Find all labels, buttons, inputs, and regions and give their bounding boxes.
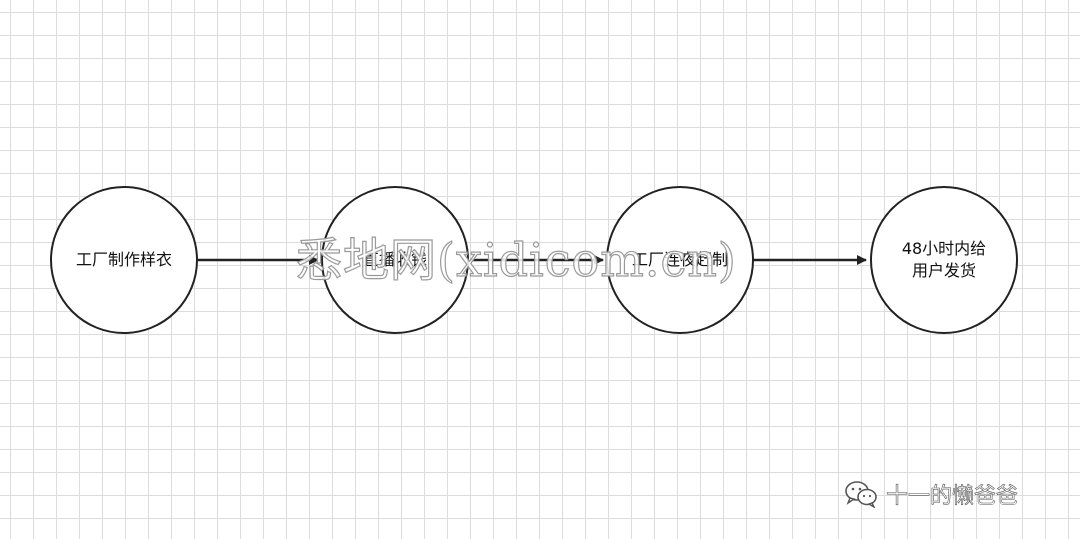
wechat-icon — [844, 480, 878, 508]
node-label: 工厂制作样衣 — [76, 249, 172, 271]
node-label-line: 直播收钱 — [362, 250, 427, 269]
node-factory-sample: 工厂制作样衣 — [50, 186, 198, 334]
node-factory-overnight: 工厂连夜赶制 — [606, 186, 754, 334]
watermark-text: 悉地网(xidicom.cn) — [295, 232, 737, 287]
node-label: 48小时内给 用户发货 — [902, 238, 986, 282]
node-label-line: 工厂连夜赶制 — [631, 250, 728, 269]
node-label-line: 48小时内给 — [901, 239, 987, 258]
node-label: 直播收钱 — [363, 249, 427, 271]
node-ship-48h: 48小时内给 用户发货 — [870, 186, 1018, 334]
node-label: 工厂连夜赶制 — [632, 249, 728, 271]
signature: 十一的懒爸爸 — [844, 478, 1018, 510]
node-live-payment: 直播收钱 — [321, 186, 469, 334]
node-label-line: 工厂制作样衣 — [75, 250, 172, 269]
node-label-line: 用户发货 — [911, 261, 976, 280]
signature-text: 十一的懒爸爸 — [886, 484, 1019, 510]
